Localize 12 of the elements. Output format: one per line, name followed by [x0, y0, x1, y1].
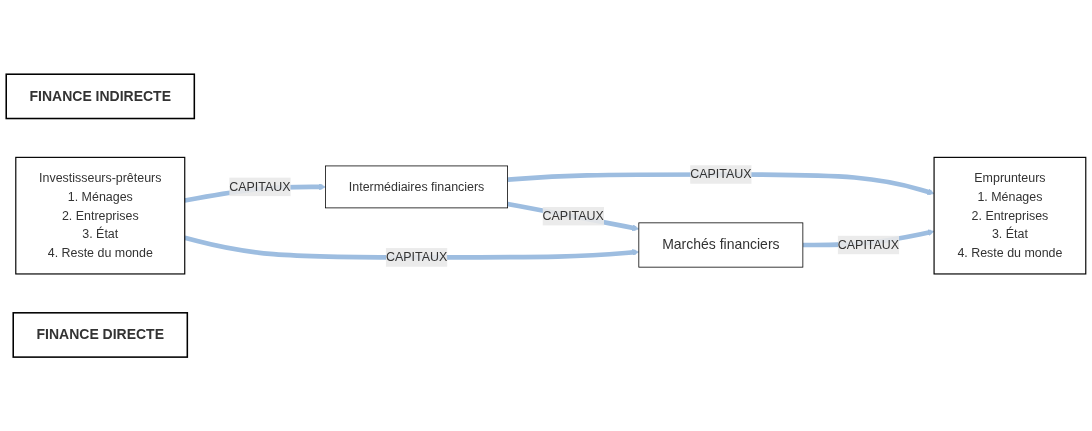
- node-box: Investisseurs-prêteurs 1. Ménages 2. Entreprises 3. État 4. Reste du monde: [15, 156, 186, 275]
- node-box: FINANCE DIRECTE: [12, 311, 189, 358]
- node-box: Intermédiaires financiers: [325, 165, 508, 209]
- node-box: Emprunteurs 1. Ménages 2. Entreprises 3. État 4. Reste du monde: [933, 156, 1087, 275]
- edge-label: CAPITAUX: [690, 167, 752, 181]
- node-box: FINANCE INDIRECTE: [5, 73, 196, 120]
- edge-label: CAPITAUX: [542, 209, 604, 223]
- node-box: Marchés financiers: [638, 222, 804, 268]
- edge-label: CAPITAUX: [229, 179, 291, 193]
- arrow: [507, 201, 640, 232]
- edge-label: CAPITAUX: [837, 237, 900, 252]
- edge-label: CAPITAUX: [385, 250, 448, 264]
